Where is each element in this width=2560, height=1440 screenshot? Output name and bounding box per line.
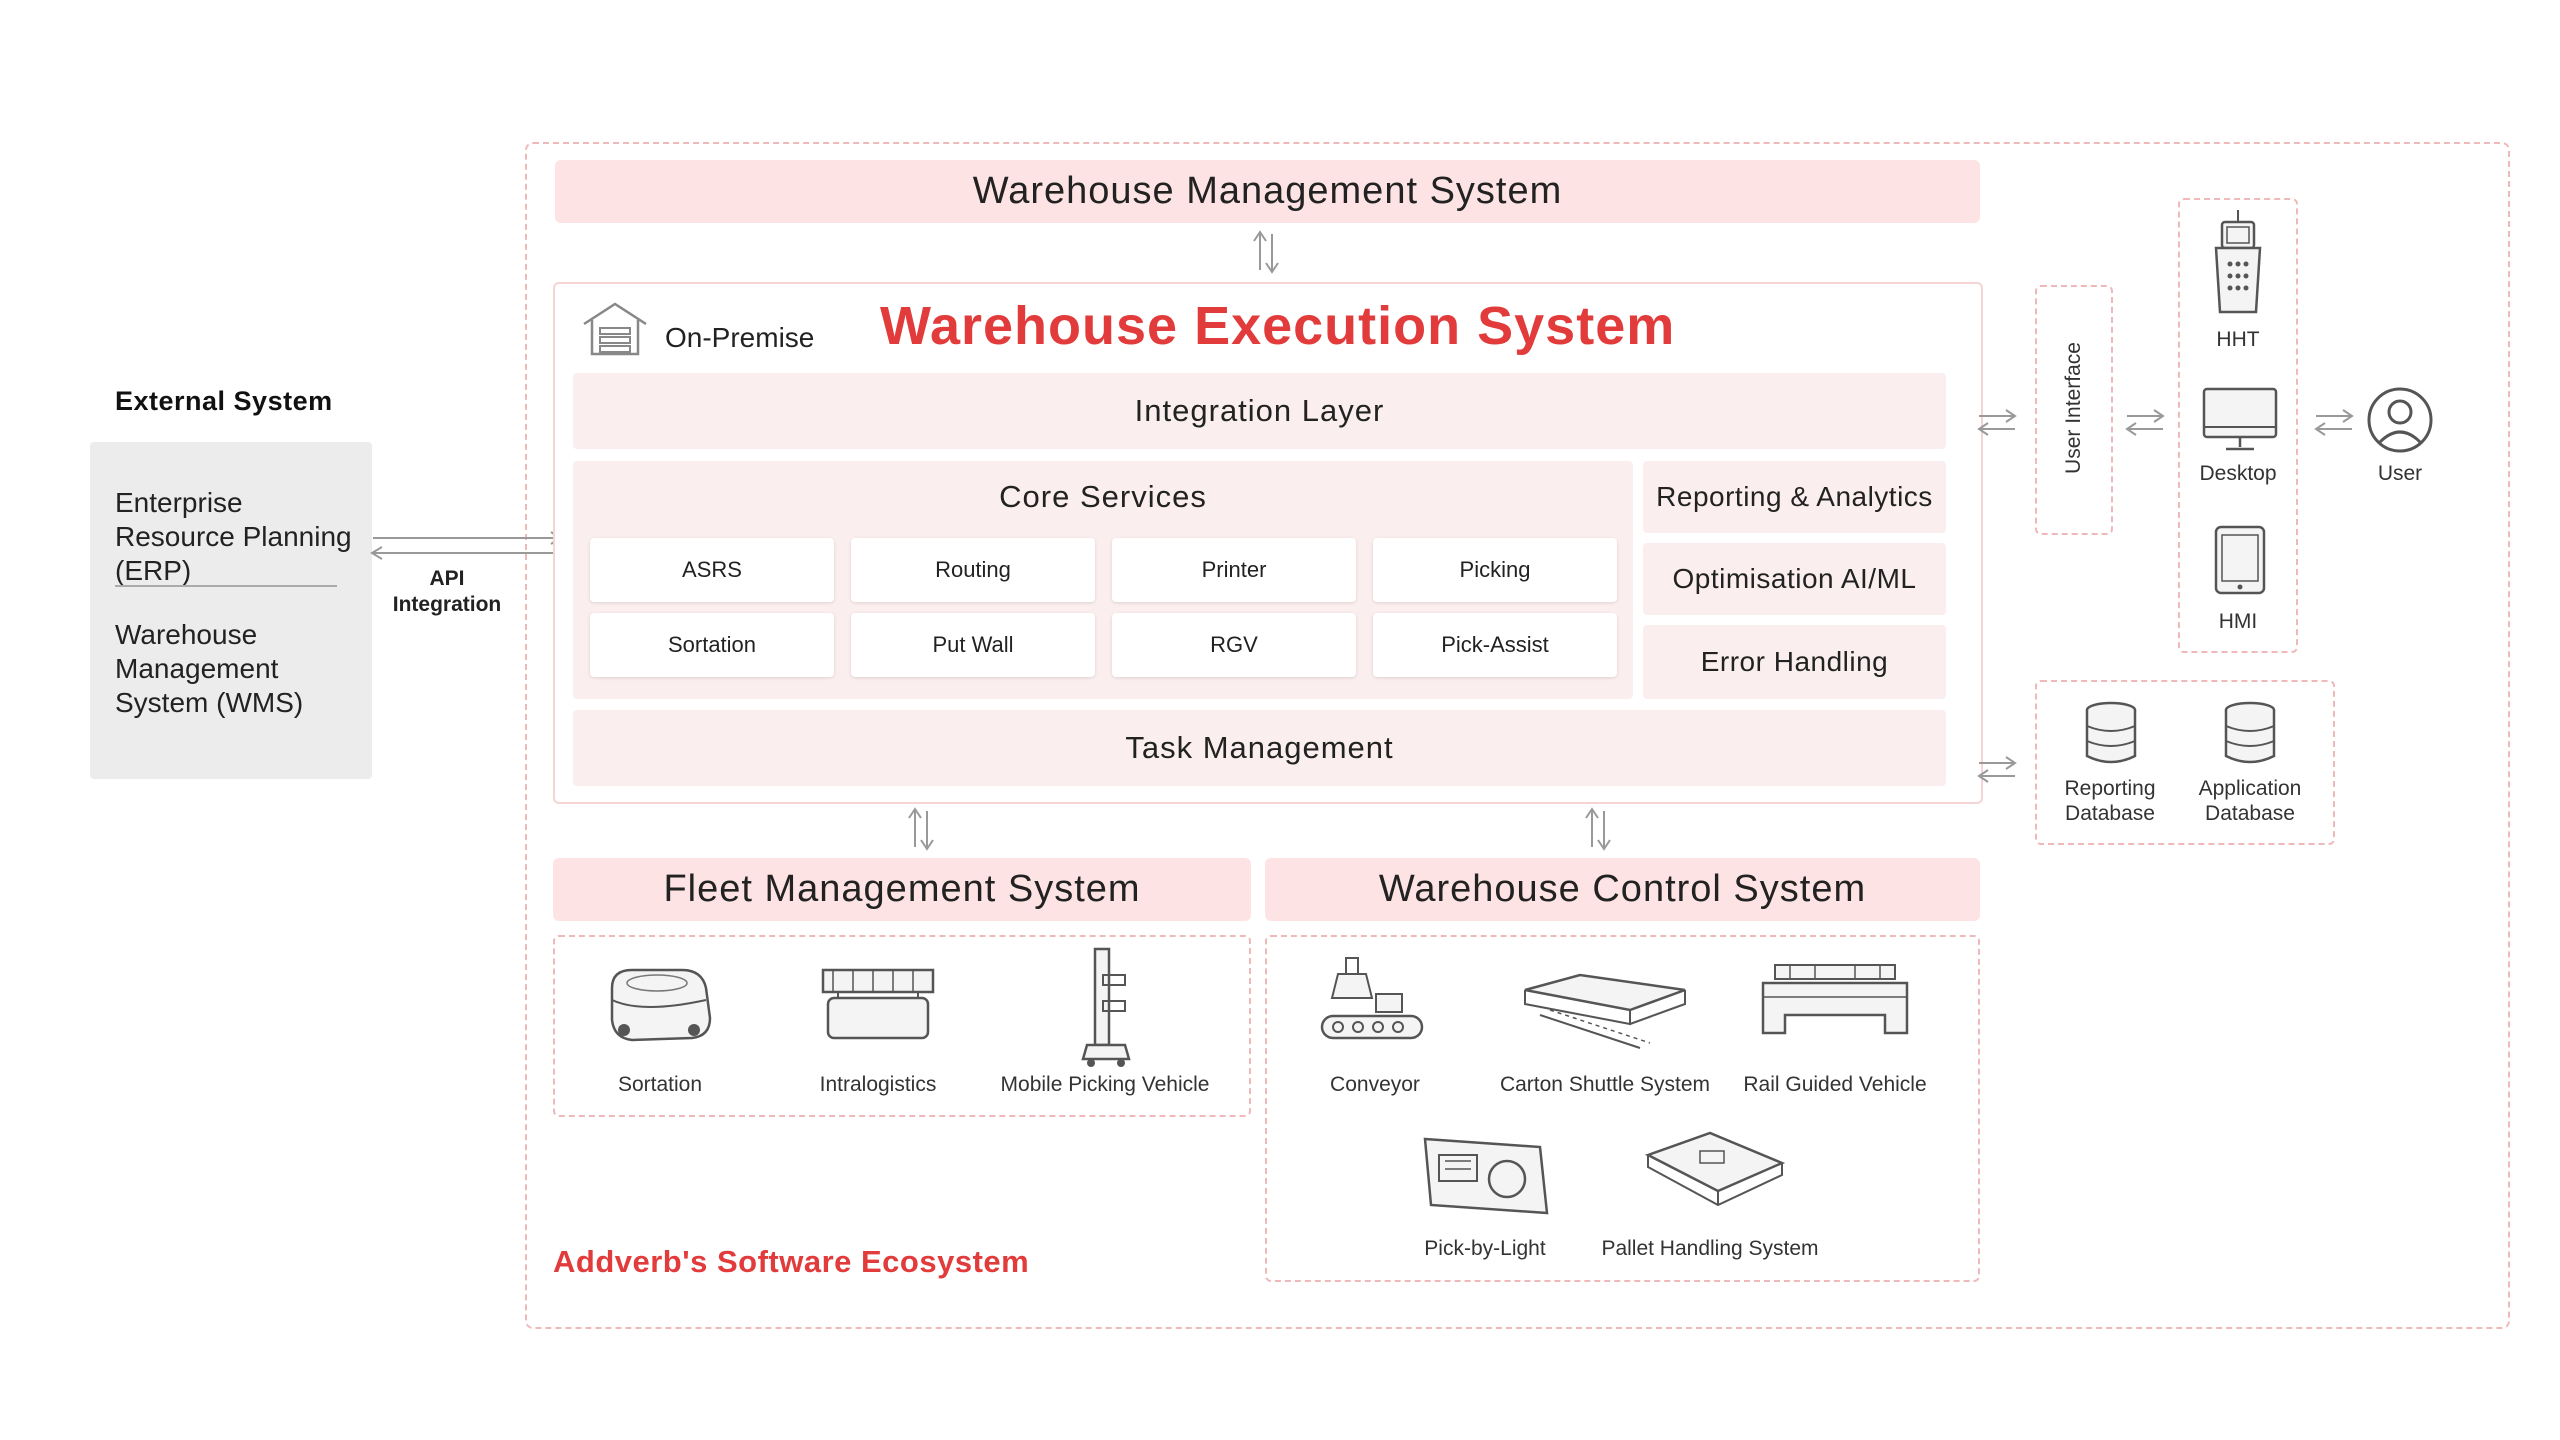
devices-box [2178,198,2298,653]
core-services-title: Core Services [999,479,1207,514]
intralogistics-icon [821,968,935,1040]
database-reporting: Reporting Database [2064,777,2156,825]
wms-external-label: Warehouse Management System (WMS) [115,619,304,718]
service-rgv: RGV [1112,613,1356,677]
wcs-item-conveyor: Conveyor [1330,1073,1420,1096]
pick-by-light-icon [1423,1137,1549,1215]
database-icon [2224,701,2276,764]
api-integration-label: API Integration [392,567,502,616]
ecosystem-border [525,142,2510,1329]
mobile-picking-vehicle-icon [1081,947,1131,1067]
erp-label: Enterprise Resource Planning (ERP) [115,487,352,586]
integration-layer-label: Integration Layer [1134,393,1385,428]
double-arrow-icon [1977,409,2017,436]
user-label: User [2377,462,2423,485]
task-management-label: Task Management [1125,730,1394,765]
task-management: Task Management [573,710,1946,786]
user-icon [2367,387,2433,453]
api-arrows [370,531,562,560]
wcs-bar: Warehouse Control System [1265,858,1980,921]
wcs-item-pallet-handling: Pallet Handling System [1601,1237,1819,1260]
databases-box [2035,680,2335,845]
carton-shuttle-icon [1524,973,1686,1049]
double-arrow-icon [1977,756,2017,783]
fleet-item-intralogistics: Intralogistics [819,1073,937,1096]
fleet-item-sortation: Sortation [617,1073,703,1096]
service-put-wall: Put Wall [851,613,1095,677]
external-divider [115,585,337,587]
double-arrow-icon [1585,807,1611,851]
wcs-items-box [1265,935,1980,1282]
double-arrow-icon [2125,409,2165,436]
database-application: Application Database [2198,777,2302,825]
service-asrs: ASRS [590,538,834,602]
desktop-icon [2202,387,2278,451]
device-desktop: Desktop [2199,462,2277,485]
fleet-item-mobile-picking-vehicle: Mobile Picking Vehicle [1000,1073,1210,1096]
sortation-robot-icon [610,968,712,1042]
user-interface-box [2035,285,2113,535]
tablet-icon [2214,525,2266,595]
wcs-item-carton-shuttle: Carton Shuttle System [1499,1073,1711,1096]
device-hht: HHT [2216,328,2260,351]
warehouse-icon [583,302,647,356]
rail-guided-vehicle-icon [1761,964,1909,1035]
optimisation-panel: Optimisation AI/ML [1643,543,1946,615]
service-printer: Printer [1112,538,1356,602]
wcs-item-rail-guided-vehicle: Rail Guided Vehicle [1743,1073,1927,1096]
service-sortation: Sortation [590,613,834,677]
fleet-management-label: Fleet Management System [663,868,1141,910]
pallet-handling-icon [1644,1131,1786,1207]
wcs-item-pick-by-light: Pick-by-Light [1424,1237,1546,1260]
reporting-analytics-panel: Reporting & Analytics [1643,461,1946,533]
conveyor-icon [1320,957,1424,1040]
wms-bar: Warehouse Management System [555,160,1980,223]
ecosystem-label: Addverb's Software Ecosystem [553,1244,1030,1279]
database-icon [2085,701,2137,764]
service-routing: Routing [851,538,1095,602]
wms-bar-label: Warehouse Management System [972,170,1563,212]
double-arrow-icon [908,807,934,851]
device-hmi: HMI [2218,610,2258,633]
user-interface-label: User Interface [2062,342,2085,474]
service-pick-assist: Pick-Assist [1373,613,1617,677]
fleet-items-box [553,935,1251,1117]
external-system-box: Enterprise Resource Planning (ERP) Wareh… [90,442,372,779]
on-premise-label: On-Premise [665,322,815,353]
double-arrow-icon [1253,230,1279,274]
handheld-terminal-icon [2214,210,2262,314]
external-system-title: External System [115,386,333,416]
service-picking: Picking [1373,538,1617,602]
error-handling-panel: Error Handling [1643,625,1946,699]
wcs-label: Warehouse Control System [1378,868,1867,910]
fleet-management-bar: Fleet Management System [553,858,1251,921]
wes-title: Warehouse Execution System [880,296,1676,356]
double-arrow-icon [2314,409,2354,436]
core-services-panel: Core Services ASRS Routing Printer Picki… [573,461,1633,699]
integration-layer: Integration Layer [573,373,1946,449]
